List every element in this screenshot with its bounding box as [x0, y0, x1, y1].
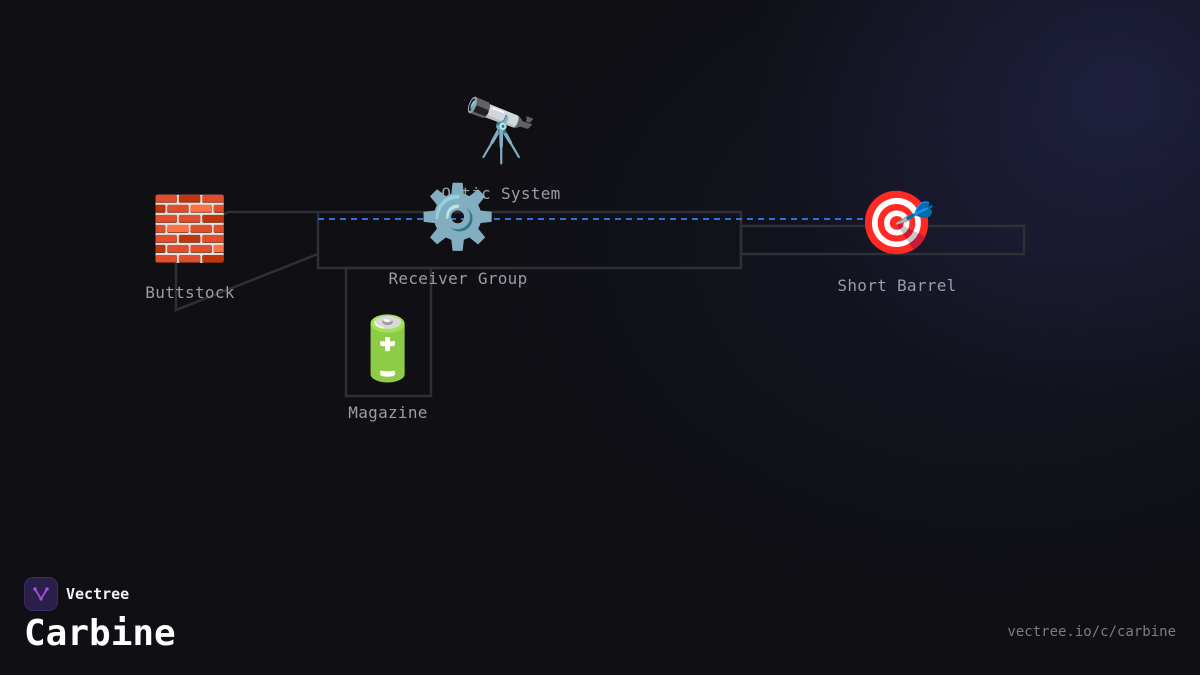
stock-outline	[174, 210, 319, 312]
receiver-group-label: Receiver Group	[388, 269, 528, 288]
vectree-logo-icon	[24, 577, 58, 611]
telescope-icon: 🔭	[462, 94, 540, 167]
optic-system-label: Optic System	[441, 184, 561, 203]
magazine-label: Magazine	[348, 403, 428, 422]
buttstock-label: Buttstock	[145, 283, 235, 302]
barrel-outline	[739, 224, 1026, 256]
page-title: Carbine	[24, 613, 176, 654]
receiver-outline	[316, 210, 743, 270]
short-barrel-label: Short Barrel	[837, 276, 957, 295]
brand-name: Vectree	[66, 585, 130, 603]
target-icon: 🎯	[858, 186, 936, 259]
brick-icon: 🧱	[151, 192, 229, 265]
gear-icon: ⚙️	[419, 180, 497, 253]
brand[interactable]: Vectree	[24, 577, 129, 611]
battery-icon: 🔋	[349, 312, 427, 385]
page-url[interactable]: vectree.io/c/carbine	[1007, 624, 1176, 640]
